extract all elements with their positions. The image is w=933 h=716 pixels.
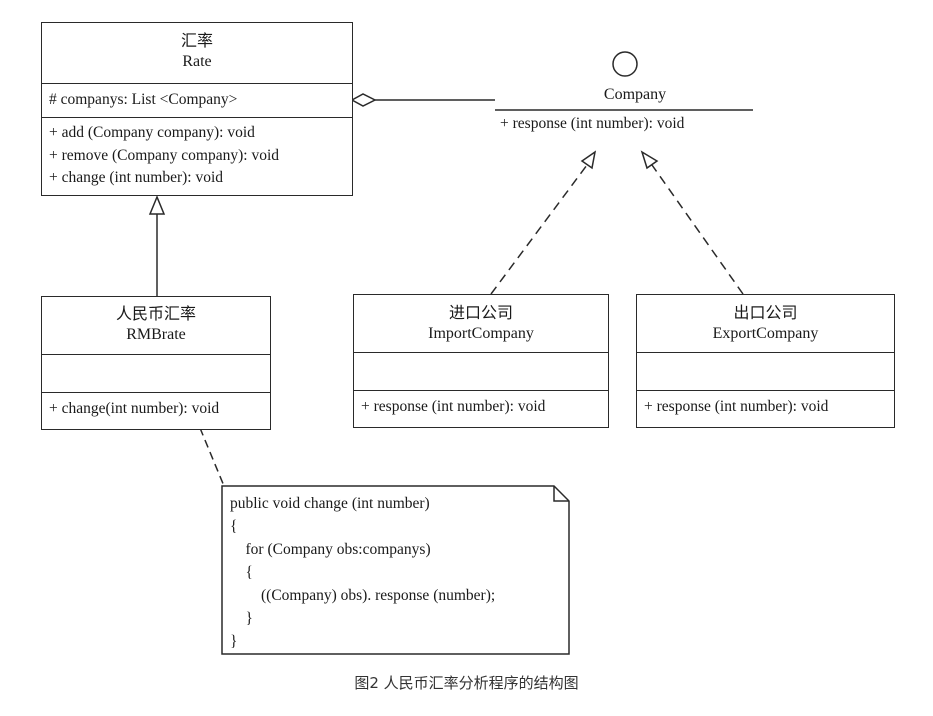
class-rate-attributes: # companys: List <Company>: [42, 84, 352, 118]
realization-connector-import: [490, 150, 597, 295]
realization-connector-export: [640, 150, 744, 295]
class-rate-operation-change: + change (int number): void: [49, 169, 224, 186]
class-rmbrate-name: 人民币汇率 RMBrate: [42, 297, 270, 355]
note-connector: [199, 427, 225, 487]
aggregation-connector: [350, 93, 495, 107]
class-export-company-operations: + response (int number): void: [637, 391, 894, 419]
class-rmbrate-operations: + change(int number): void: [42, 393, 270, 421]
class-import-company: 进口公司 ImportCompany + response (int numbe…: [353, 294, 609, 428]
interface-company-name: Company: [603, 86, 667, 103]
class-import-company-attributes: [354, 353, 608, 391]
class-rate-operation-add: + add (Company company): void: [49, 124, 255, 141]
class-export-company-name: 出口公司 ExportCompany: [637, 295, 894, 353]
class-export-company-cn-name: 出口公司: [733, 305, 798, 322]
interface-circle-icon: [612, 51, 638, 77]
figure-caption: 图2 人民币汇率分析程序的结构图: [354, 674, 579, 692]
code-line: {: [230, 518, 238, 535]
class-rate-operation-remove: + remove (Company company): void: [49, 146, 279, 164]
class-rate-cn-name: 汇率: [180, 33, 213, 50]
class-rate-attribute: # companys: List <Company>: [49, 91, 238, 108]
class-rate-name: 汇率 Rate: [42, 23, 352, 84]
class-export-company-operation: + response (int number): void: [644, 398, 829, 415]
class-rmbrate-attributes: [42, 355, 270, 393]
realization-triangle-import: [580, 150, 597, 170]
code-note-text: public void change (int number) { for (C…: [230, 492, 495, 653]
class-rate-operations: + add (Company company): void + remove (…: [42, 118, 352, 190]
class-rmbrate-cn-name: 人民币汇率: [115, 306, 196, 323]
generalization-connector: [148, 195, 166, 296]
class-import-company-cn-name: 进口公司: [448, 305, 513, 322]
class-export-company-attributes: [637, 353, 894, 391]
class-rmbrate-operation: + change(int number): void: [49, 400, 220, 417]
code-line: }: [230, 633, 238, 650]
class-rate-en-name: Rate: [182, 53, 212, 70]
class-import-company-en-name: ImportCompany: [428, 325, 534, 342]
code-line: public void change (int number): [230, 495, 430, 512]
realization-triangle-export: [640, 150, 659, 170]
class-export-company: 出口公司 ExportCompany + response (int numbe…: [636, 294, 895, 428]
class-export-company-en-name: ExportCompany: [712, 325, 819, 342]
class-rmbrate-en-name: RMBrate: [126, 326, 186, 343]
code-line: }: [230, 610, 253, 627]
code-note: [221, 485, 570, 655]
code-line: for (Company obs:companys): [230, 541, 431, 558]
class-rmbrate: 人民币汇率 RMBrate + change(int number): void: [41, 296, 271, 430]
class-import-company-name: 进口公司 ImportCompany: [354, 295, 608, 353]
code-line: ((Company) obs). response (number);: [230, 587, 496, 604]
interface-company-operation: + response (int number): void: [500, 115, 685, 132]
class-import-company-operation: + response (int number): void: [361, 398, 546, 415]
generalization-triangle: [148, 195, 166, 215]
code-line: {: [230, 564, 253, 581]
class-rate: 汇率 Rate # companys: List <Company> + add…: [41, 22, 353, 196]
class-import-company-operations: + response (int number): void: [354, 391, 608, 419]
aggregation-diamond: [350, 93, 377, 107]
note-fold: [553, 486, 569, 502]
